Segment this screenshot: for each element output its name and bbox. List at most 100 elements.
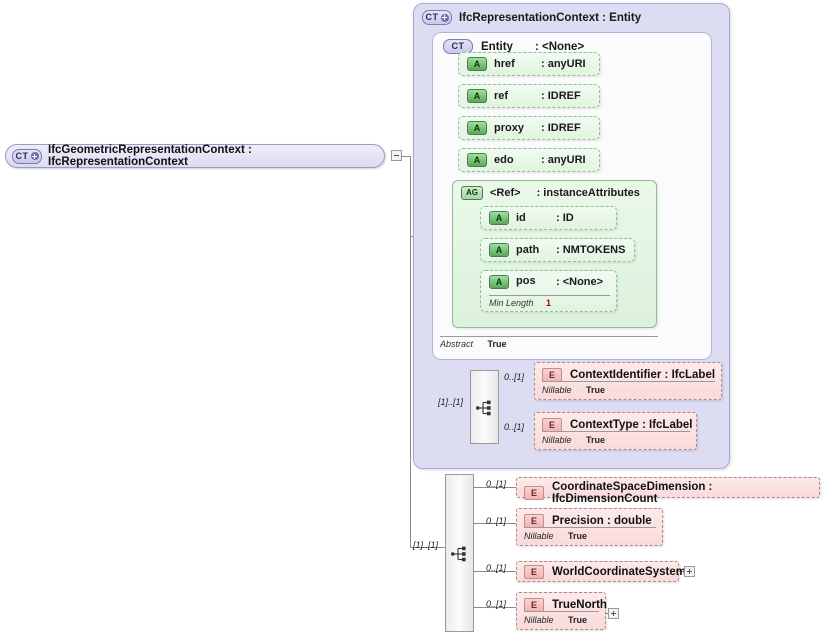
element-header: E Precision : double xyxy=(524,514,652,528)
element-icon: E xyxy=(524,486,544,500)
sequence-compositor-bottom[interactable] xyxy=(445,474,474,632)
element-coordinatespacedimension[interactable]: E CoordinateSpaceDimension : IfcDimensio… xyxy=(516,477,820,505)
cardinality-worldcoordinatesystem: 0..[1] xyxy=(486,563,507,573)
element-label: ContextIdentifier : IfcLabel xyxy=(570,369,716,381)
facet-key: Nillable xyxy=(542,385,572,395)
attribute-icon: A xyxy=(489,211,509,225)
facet-abstract: Abstract True xyxy=(440,336,658,349)
attribute-row-href[interactable]: A href : anyURI xyxy=(458,52,600,76)
element-header: E CoordinateSpaceDimension : IfcDimensio… xyxy=(524,481,819,505)
element-label: TrueNorth xyxy=(552,599,607,611)
facet-value: True xyxy=(487,339,507,349)
facet-value: True xyxy=(568,531,588,541)
facet-key: Nillable xyxy=(542,435,572,445)
complex-type-panel-label: IfcRepresentationContext : Entity xyxy=(459,11,642,24)
attribute-name: proxy xyxy=(494,122,524,134)
attribute-name: id xyxy=(516,212,526,224)
facet-value: True xyxy=(586,385,606,395)
attribute-row-pos[interactable]: A pos : <None> Min Length 1 xyxy=(480,270,617,312)
attribute-icon: A xyxy=(489,275,509,289)
sequence-compositor-upper[interactable] xyxy=(470,370,499,444)
element-header: E ContextIdentifier : IfcLabel xyxy=(542,368,715,382)
attribute-type: : NMTOKENS xyxy=(556,244,626,256)
facet-nillable: Nillable True xyxy=(524,611,599,625)
attribute-row-edo[interactable]: A edo : anyURI xyxy=(458,148,600,172)
element-header: E WorldCoordinateSystem xyxy=(524,565,686,579)
facet-min-length: Min Length 1 xyxy=(489,295,610,308)
attribute-type: : anyURI xyxy=(541,154,586,166)
cardinality-coordinatespacedimension: 0..[1] xyxy=(486,479,507,489)
truenorth-expand-handle[interactable] xyxy=(608,608,619,619)
cardinality-truenorth: 0..[1] xyxy=(486,599,507,609)
element-label: Precision : double xyxy=(552,515,652,527)
connector-trunk-main xyxy=(410,156,411,547)
attribute-group-type: : instanceAttributes xyxy=(536,187,640,199)
connector-trunk-to-bottomseq xyxy=(410,547,445,548)
element-worldcoordinatesystem[interactable]: E WorldCoordinateSystem xyxy=(516,561,686,582)
cardinality-contexttype: 0..[1] xyxy=(504,422,525,432)
attribute-type: : ID xyxy=(556,212,574,224)
element-contextidentifier[interactable]: E ContextIdentifier : IfcLabel Nillable … xyxy=(534,362,722,400)
attribute-type: : <None> xyxy=(556,276,604,288)
element-icon: E xyxy=(542,368,562,382)
element-header: E ContextType : IfcLabel xyxy=(542,418,692,432)
worldcoordinatesystem-expand-handle[interactable] xyxy=(684,566,695,577)
element-icon: E xyxy=(542,418,562,432)
element-truenorth[interactable]: E TrueNorth Nillable True xyxy=(516,592,607,630)
attribute-icon: A xyxy=(467,57,487,71)
element-label: WorldCoordinateSystem xyxy=(552,566,686,578)
facet-value: True xyxy=(586,435,606,445)
attribute-group-name: <Ref> xyxy=(490,187,521,199)
facet-key: Abstract xyxy=(440,339,474,349)
attribute-icon: A xyxy=(467,89,487,103)
element-label: CoordinateSpaceDimension : IfcDimensionC… xyxy=(552,481,713,505)
connector-bseq-wcs xyxy=(474,571,516,572)
attribute-type: : IDREF xyxy=(541,90,581,102)
element-label: ContextType : IfcLabel xyxy=(570,419,693,431)
facet-nillable: Nillable True xyxy=(524,527,656,541)
cardinality-upper-sequence: [1]..[1] xyxy=(438,397,464,407)
attribute-group-icon: AG xyxy=(461,186,483,200)
cardinality-precision: 0..[1] xyxy=(486,516,507,526)
sequence-icon xyxy=(451,546,466,562)
cardinality-bottom-sequence: [1]..[1] xyxy=(413,540,439,550)
attribute-icon: A xyxy=(467,121,487,135)
facet-value: True xyxy=(568,615,588,625)
attribute-icon: A xyxy=(489,243,509,257)
attribute-name: path xyxy=(516,244,540,256)
attribute-row-id[interactable]: A id : ID xyxy=(480,206,617,230)
facet-value: 1 xyxy=(546,298,552,308)
complex-type-panel-header: CT IfcRepresentationContext : Entity xyxy=(422,10,641,25)
element-contexttype[interactable]: E ContextType : IfcLabel Nillable True xyxy=(534,412,697,450)
attribute-name: edo xyxy=(494,154,514,166)
entity-name: Entity xyxy=(481,40,513,53)
connector-bseq-precision xyxy=(474,523,516,524)
attribute-type: : IDREF xyxy=(541,122,581,134)
attribute-name: pos xyxy=(516,275,536,287)
facet-nillable: Nillable True xyxy=(542,381,715,395)
connector-root-out xyxy=(399,156,411,157)
attribute-icon: A xyxy=(467,153,487,167)
element-precision[interactable]: E Precision : double Nillable True xyxy=(516,508,663,546)
root-node-ifcgeometricrepresentationcontext[interactable]: CT IfcGeometricRepresentationContext : I… xyxy=(5,144,385,168)
element-header: E TrueNorth xyxy=(524,598,607,612)
complex-type-icon: CT xyxy=(422,10,452,25)
connector-bseq-csd xyxy=(474,487,516,488)
attribute-row-proxy[interactable]: A proxy : IDREF xyxy=(458,116,600,140)
attribute-row-ref[interactable]: A ref : IDREF xyxy=(458,84,600,108)
attribute-group-header: AG <Ref> : instanceAttributes xyxy=(461,186,640,200)
facet-key: Nillable xyxy=(524,615,554,625)
root-node-label: IfcGeometricRepresentationContext : IfcR… xyxy=(48,144,252,168)
facet-key: Min Length xyxy=(489,298,534,308)
complex-type-expand-icon: CT xyxy=(12,148,42,164)
connector-bseq-truenorth xyxy=(474,607,516,608)
cardinality-contextidentifier: 0..[1] xyxy=(504,372,525,382)
entity-type: : <None> xyxy=(534,40,585,53)
root-collapse-handle[interactable] xyxy=(391,150,402,161)
attribute-type: : anyURI xyxy=(541,58,586,70)
element-icon: E xyxy=(524,514,544,528)
attribute-row-path[interactable]: A path : NMTOKENS xyxy=(480,238,635,262)
attribute-name: href xyxy=(494,58,515,70)
element-icon: E xyxy=(524,565,544,579)
connector-wcs-expand-stub xyxy=(678,571,684,572)
